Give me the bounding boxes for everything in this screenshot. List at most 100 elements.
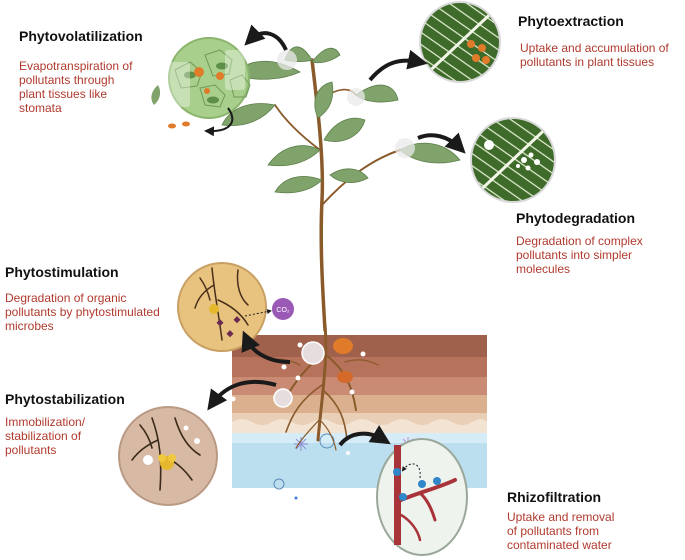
leaf bbox=[355, 84, 399, 103]
leaf bbox=[274, 176, 323, 194]
leaf-tissue-inset-extraction bbox=[419, 1, 501, 83]
co2-bubble bbox=[272, 298, 294, 320]
volatilization-arrow bbox=[244, 24, 288, 51]
soil-pollutants bbox=[230, 338, 380, 455]
description-line: stabilization of bbox=[5, 429, 82, 443]
stoma bbox=[184, 71, 196, 79]
pollutant-fragment bbox=[226, 330, 234, 338]
description-line: pollutants into simpler bbox=[516, 248, 633, 262]
description-line: stomata bbox=[19, 101, 62, 115]
accumulated-pollutant bbox=[482, 56, 490, 64]
leaf-zoom-marker bbox=[347, 88, 365, 106]
soil-layer-3 bbox=[232, 377, 487, 395]
glass-highlight bbox=[168, 62, 190, 107]
pollutant-blob bbox=[333, 338, 353, 354]
phytodegradation-title: Phytodegradation bbox=[516, 210, 636, 226]
description-line: Degradation of organic bbox=[5, 291, 127, 305]
degradation-arrow bbox=[417, 132, 466, 154]
phytostabilization-description: Immobilization/ stabilization of polluta… bbox=[5, 415, 85, 457]
phytostabilization-title: Phytostabilization bbox=[5, 391, 125, 407]
description-line: pollutants bbox=[5, 443, 57, 457]
complex-pollutant bbox=[484, 140, 494, 150]
pollutant-dot bbox=[297, 342, 303, 348]
degraded-molecule bbox=[516, 164, 520, 168]
rhizofiltration-title: Rhizofiltration bbox=[507, 489, 602, 505]
pollutant-dot bbox=[346, 451, 350, 455]
plant-leaves bbox=[221, 46, 461, 194]
co2-label: CO₂ bbox=[276, 307, 290, 314]
microbe-spike bbox=[294, 437, 308, 451]
pollutant-blob bbox=[216, 72, 224, 80]
accumulated-pollutant bbox=[472, 54, 480, 62]
pollutant-dot bbox=[194, 438, 200, 444]
phytovolatilization-description: Evapotranspiration of pollutants through… bbox=[19, 59, 132, 115]
water-inset-rhizofiltration bbox=[376, 438, 468, 556]
pollutant-dot bbox=[295, 375, 301, 381]
description-line: Immobilization/ bbox=[5, 415, 86, 429]
soil-layer-2 bbox=[232, 357, 487, 377]
soil-layers bbox=[232, 335, 487, 433]
leaf-zoom-marker bbox=[395, 138, 415, 158]
filtration-arrow bbox=[338, 425, 391, 447]
pollutant-dot bbox=[349, 389, 355, 395]
co2-release-arrow bbox=[244, 309, 272, 317]
water-bubble bbox=[273, 478, 285, 490]
stoma bbox=[216, 62, 228, 70]
leaf bbox=[221, 103, 276, 127]
pollutant-dot bbox=[281, 364, 287, 370]
description-line: microbes bbox=[5, 319, 54, 333]
pollutant-fragment bbox=[216, 319, 224, 327]
stoma bbox=[207, 96, 219, 104]
description-line: pollutants in plant tissues bbox=[520, 55, 655, 69]
pollutant-dot bbox=[360, 351, 366, 357]
degraded-molecule bbox=[525, 165, 531, 171]
degraded-molecule bbox=[534, 159, 540, 165]
root-section bbox=[394, 445, 401, 545]
description-line: contaminated water bbox=[507, 538, 612, 552]
stimulation-arrow bbox=[241, 330, 291, 364]
pollutant-fragment bbox=[233, 316, 241, 324]
pollutant-dot bbox=[143, 455, 153, 465]
absorbed-pollutant bbox=[393, 468, 401, 476]
rhizosphere-inset bbox=[177, 262, 267, 352]
cell-walls bbox=[174, 49, 251, 108]
phytoextraction-description: Uptake and accumulation of pollutants in… bbox=[520, 41, 669, 69]
rhizofiltration-description: Uptake and removal of pollutants from co… bbox=[507, 510, 614, 552]
description-line: pollutants through bbox=[19, 73, 115, 87]
phytovolatilization-title: Phytovolatilization bbox=[19, 28, 143, 44]
pollutant-blob bbox=[273, 388, 293, 408]
soil-layer-4 bbox=[232, 395, 487, 413]
description-line: Evapotranspiration of bbox=[19, 59, 133, 73]
phytodegradation-description: Degradation of complex pollutants into s… bbox=[516, 234, 643, 276]
description-line: of pollutants from bbox=[507, 524, 600, 538]
volatilized-pollutant bbox=[182, 121, 190, 127]
degraded-molecule bbox=[521, 157, 527, 163]
description-line: pollutants by phytostimulated bbox=[5, 305, 160, 319]
release-arrow bbox=[204, 107, 234, 137]
stomata-inset bbox=[168, 37, 251, 119]
pollutant-dot bbox=[230, 396, 236, 402]
rhizosphere-circle bbox=[177, 262, 267, 352]
leaf bbox=[323, 117, 366, 142]
immobilized-pollutant bbox=[168, 454, 176, 462]
soil-pebbles bbox=[232, 419, 487, 433]
stabilization-arrow bbox=[207, 379, 277, 411]
water-pollutant bbox=[418, 480, 426, 488]
description-line: Uptake and accumulation of bbox=[520, 41, 669, 55]
description-line: Uptake and removal bbox=[507, 510, 615, 524]
soil-inset-stabilization bbox=[118, 406, 218, 506]
degraded-molecule bbox=[528, 152, 534, 158]
volatilized-pollutant bbox=[168, 123, 176, 129]
pollutant-blob bbox=[194, 67, 204, 77]
leaf bbox=[329, 168, 369, 183]
water-pollutant bbox=[433, 477, 441, 485]
leaf-zoom-marker bbox=[277, 50, 297, 70]
absorbed-pollutant bbox=[399, 493, 407, 501]
leaf-tissue-inset-degradation bbox=[470, 117, 556, 203]
water-surface bbox=[232, 433, 487, 443]
description-line: plant tissues like bbox=[19, 87, 108, 101]
phytostimulation-description: Degradation of organic pollutants by phy… bbox=[5, 291, 160, 333]
pollutant-blob bbox=[337, 371, 353, 383]
water-particle bbox=[294, 496, 298, 500]
